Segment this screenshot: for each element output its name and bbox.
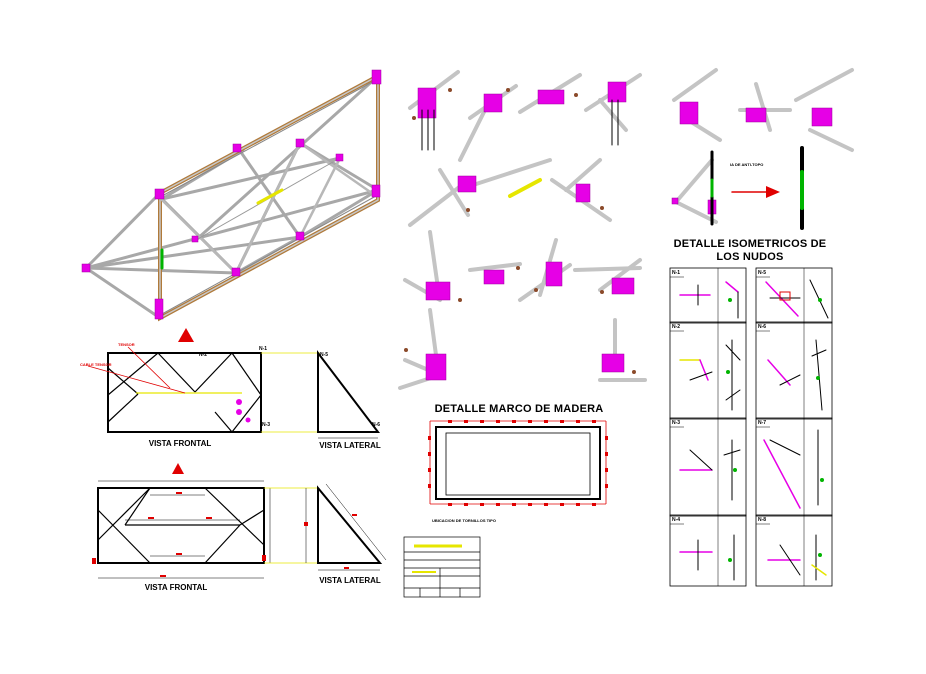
vista-frontal-label-1: VISTA FRONTAL	[148, 439, 212, 448]
front-view-1	[87, 346, 320, 433]
node-label-n1: N-1	[672, 270, 681, 276]
anti-topo-label: IA DE ANTI-TOPO	[730, 162, 764, 167]
node-detail-grid	[669, 267, 833, 587]
tensor-label: TENSOR	[118, 342, 135, 347]
joint-details-right	[671, 68, 854, 230]
direction-arrow	[178, 328, 194, 342]
node-label-n3: N-3	[672, 420, 681, 426]
joint-details-middle	[398, 70, 647, 390]
side-node-n5: N-5	[320, 352, 329, 358]
vista-lateral-label-2: VISTA LATERAL	[319, 576, 381, 585]
vista-frontal-label-2: VISTA FRONTAL	[144, 583, 208, 592]
direction-arrow-2	[172, 463, 184, 474]
side-node-n6: N-6	[372, 422, 381, 428]
side-view-1	[317, 350, 381, 439]
front-view-2	[92, 480, 271, 579]
vista-lateral-label-1: VISTA LATERAL	[319, 441, 381, 450]
front-node-n2: N-2	[199, 352, 208, 358]
wood-frame-title: DETALLE MARCO DE MADERA	[434, 403, 604, 415]
front-node-n1: N-1	[259, 346, 268, 352]
node-label-n4: N-4	[672, 517, 681, 523]
node-label-n6: N-6	[758, 324, 767, 330]
node-label-n5: N-5	[758, 270, 767, 276]
screw-location-label: UBICACION DE TORNILLOS TIPO	[432, 518, 496, 523]
cable-tensor-label: CABLE TENSOR	[80, 362, 112, 367]
node-label-n8: N-8	[758, 517, 767, 523]
wood-frame-detail	[428, 420, 608, 506]
iso-details-title-line1: DETALLE ISOMETRICOS DE	[673, 238, 827, 250]
title-block	[403, 536, 481, 598]
front-node-n3: N-3	[262, 422, 271, 428]
side-view-2	[304, 483, 387, 571]
iso-details-title-line2: LOS NUDOS	[716, 251, 784, 263]
node-sketches	[679, 279, 829, 581]
node-label-n7: N-7	[758, 420, 767, 426]
isometric-billboard	[81, 69, 382, 322]
node-label-n2: N-2	[672, 324, 681, 330]
